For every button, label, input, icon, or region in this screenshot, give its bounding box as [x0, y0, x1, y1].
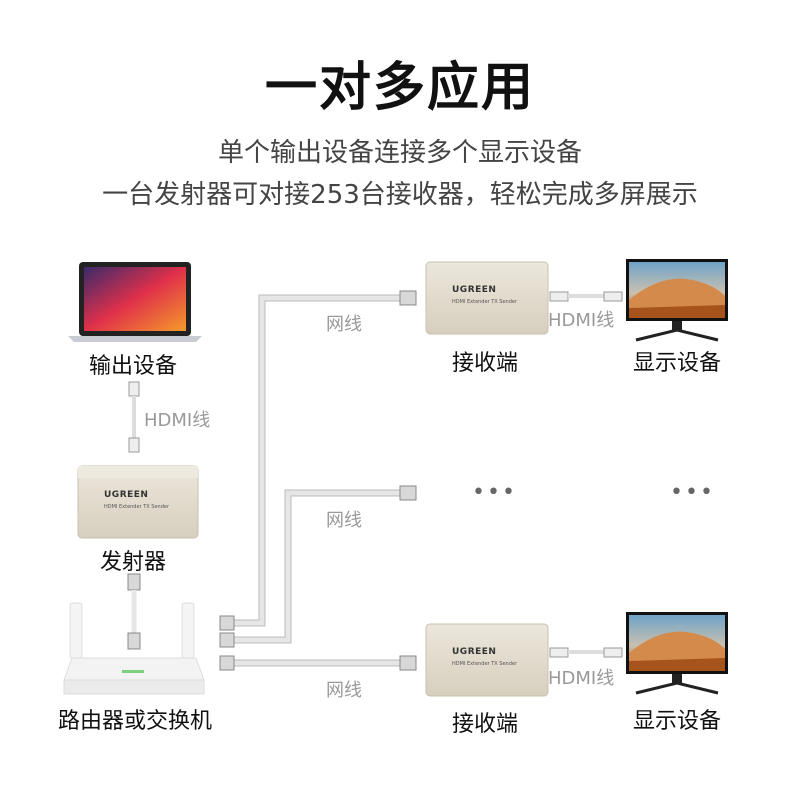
router-plugs: [219, 615, 235, 671]
router-illustration: [63, 602, 205, 695]
hdmi-cable-vertical: [128, 381, 140, 453]
label-output-device: 输出设备: [88, 354, 177, 379]
transmitter-brand: UGREEN: [104, 490, 149, 500]
receiver-bottom-illustration: [425, 623, 549, 697]
label-display-top: 显示设备: [632, 351, 721, 376]
subtitle-line2: 一台发射器可对接253台接收器，轻松完成多屏展示: [102, 180, 698, 210]
display-bottom-illustration: [626, 612, 728, 695]
network-cables: [234, 295, 405, 666]
label-network-cable-middle: 网线: [326, 510, 362, 531]
laptop-illustration: [68, 262, 202, 342]
label-transmitter: 发射器: [99, 550, 166, 575]
label-network-cable-bottom: 网线: [326, 680, 362, 701]
hdmi-cables-horizontal: [549, 291, 623, 658]
label-network-cable-top: 网线: [326, 314, 362, 335]
network-cable-outlines: [234, 294, 405, 667]
receiver-plugs: [399, 290, 417, 671]
receiver-top-brand: UGREEN: [452, 285, 497, 295]
label-hdmi-cable-top: HDMI线: [548, 310, 615, 331]
receiver-top-model: HDMI Extender TX Sender: [452, 299, 517, 305]
label-router: 路由器或交换机: [57, 709, 212, 734]
ellipsis-displays: •••: [670, 480, 715, 505]
transmitter-illustration: [77, 465, 199, 539]
receiver-top-illustration: [425, 261, 549, 335]
display-top-illustration: [626, 259, 728, 342]
receiver-bottom-brand: UGREEN: [452, 647, 497, 657]
label-hdmi-cable-left: HDMI线: [144, 410, 211, 431]
ellipsis-receivers: •••: [472, 480, 517, 505]
page-title: 一对多应用: [264, 58, 535, 118]
label-receiver-top: 接收端: [451, 351, 518, 376]
network-cable-vertical: [127, 573, 141, 650]
label-receiver-bottom: 接收端: [451, 712, 518, 737]
receiver-bottom-model: HDMI Extender TX Sender: [452, 661, 517, 667]
label-display-bottom: 显示设备: [632, 709, 721, 734]
transmitter-model: HDMI Extender TX Sender: [104, 504, 169, 510]
subtitle-line1: 单个输出设备连接多个显示设备: [217, 138, 582, 168]
label-hdmi-cable-bottom: HDMI线: [548, 668, 615, 689]
